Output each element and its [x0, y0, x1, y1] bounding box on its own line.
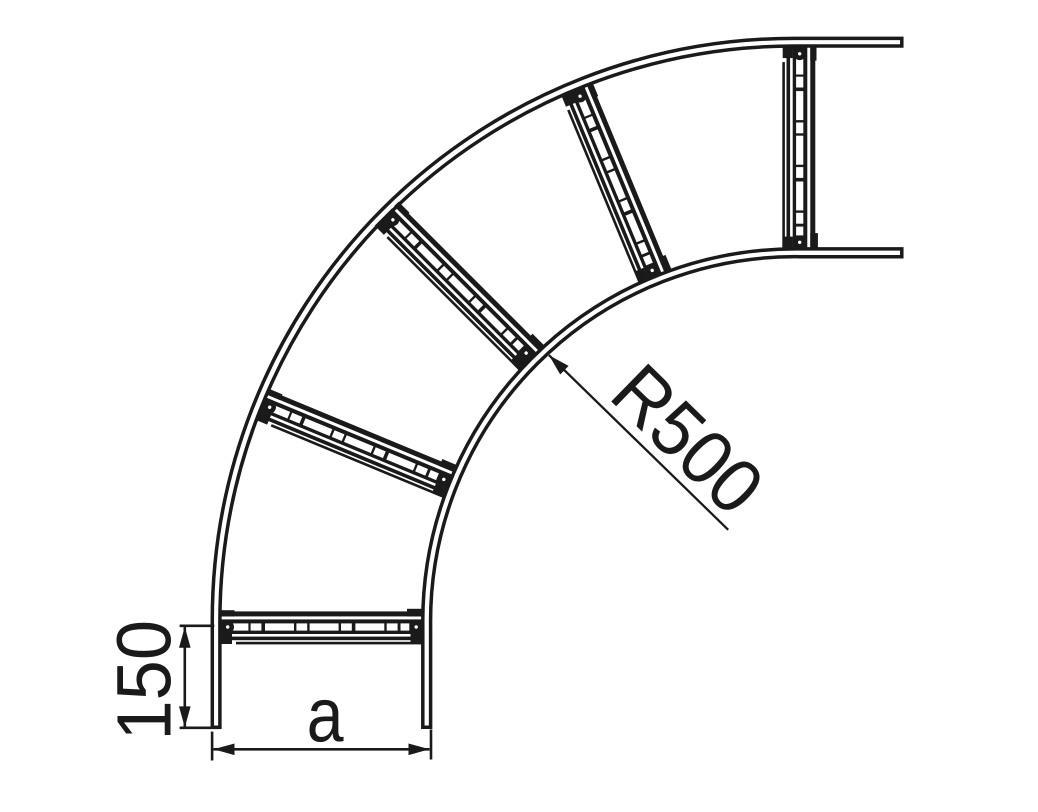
svg-text:a: a [307, 673, 344, 759]
svg-text:150: 150 [102, 620, 188, 741]
